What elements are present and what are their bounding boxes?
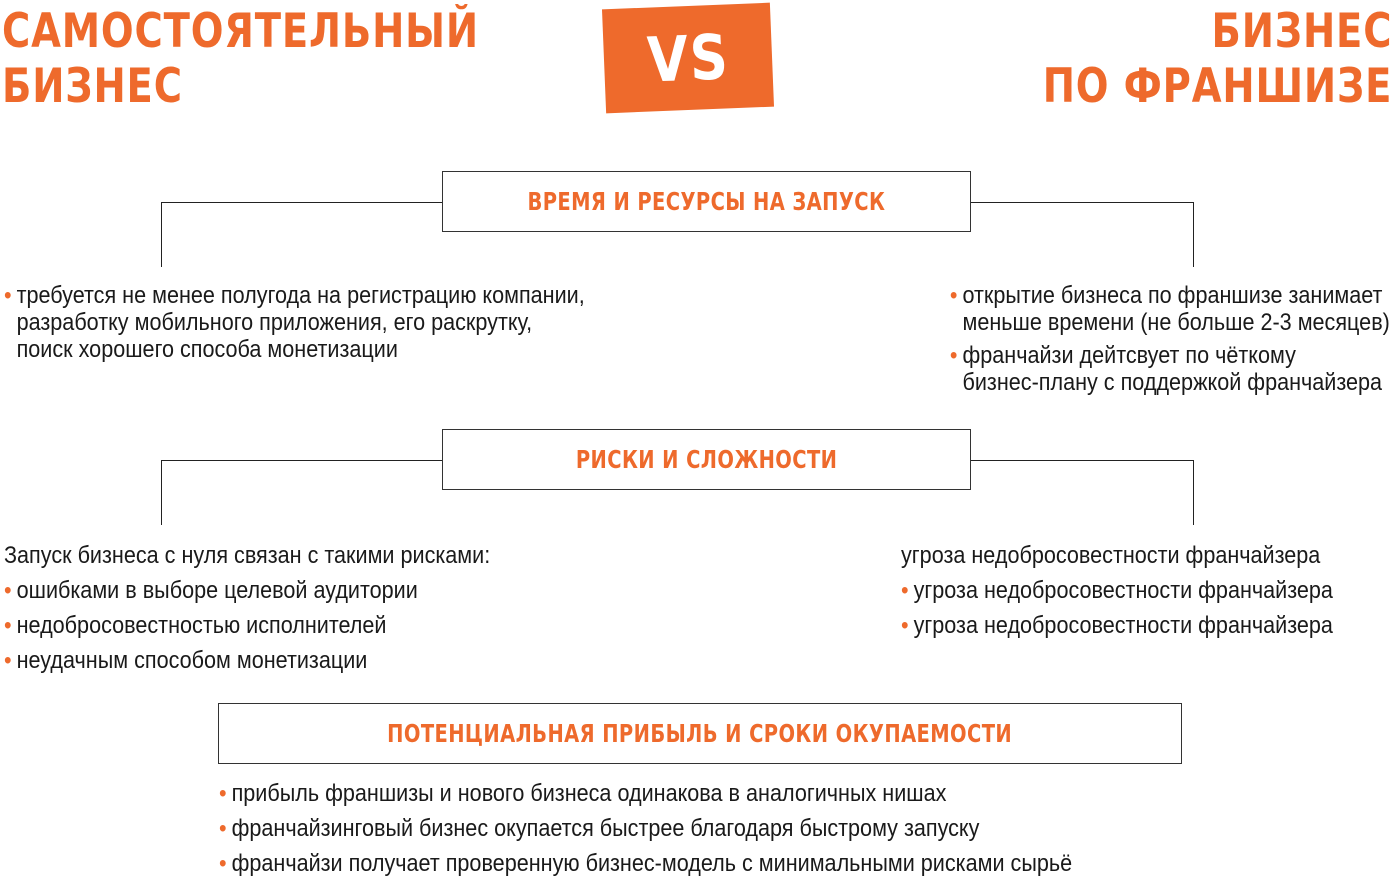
list-item: •ошибками в выборе целевой аудитории: [4, 573, 490, 608]
list-item: •неудачным способом монетизации: [4, 643, 490, 678]
bullet-icon: •: [950, 282, 958, 309]
section-box-risks: РИСКИ И СЛОЖНОСТИ: [442, 429, 971, 490]
bullet-icon: •: [219, 815, 227, 842]
list-item: •франчайзи получает проверенную бизнес-м…: [219, 846, 1072, 881]
list-item-text: угроза недобросовестности франчайзера: [913, 612, 1333, 639]
connector-right-section-1: [970, 202, 1194, 267]
section-3-list: •прибыль франшизы и нового бизнеса одина…: [219, 776, 1072, 881]
connector-right-section-2: [970, 460, 1194, 525]
list-item: •требуется не менее полугода на регистра…: [4, 282, 585, 363]
bullet-icon: •: [4, 282, 12, 309]
title-standalone-business: САМОСТОЯТЕЛЬНЫЙ БИЗНЕС: [2, 4, 479, 114]
list-item-text: недобросовестностью исполнителей: [16, 612, 387, 639]
section-box-profit-payback: ПОТЕНЦИАЛЬНАЯ ПРИБЫЛЬ И СРОКИ ОКУПАЕМОСТ…: [218, 703, 1182, 764]
list-item: •угроза недобросовестности франчайзера: [901, 608, 1333, 643]
title-left-line-1: САМОСТОЯТЕЛЬНЫЙ: [2, 4, 479, 59]
section-2-right-column: угроза недобросовестности франчайзера •у…: [901, 538, 1333, 643]
list-item: •недобросовестностью исполнителей: [4, 608, 490, 643]
list-item-text: ошибками в выборе целевой аудитории: [16, 577, 418, 604]
bullet-icon: •: [4, 612, 12, 639]
title-right-line-1: БИЗНЕС: [1211, 4, 1392, 59]
section-2-right-list: •угроза недобросовестности франчайзера •…: [901, 573, 1333, 643]
connector-left-section-2: [161, 460, 444, 525]
list-item-text: прибыль франшизы и нового бизнеса одинак…: [231, 780, 947, 807]
list-item: •франчайзинговый бизнес окупается быстре…: [219, 811, 1072, 846]
bullet-icon: •: [901, 577, 909, 604]
title-right-line-2: ПО ФРАНШИЗЕ: [1042, 59, 1392, 114]
list-item: •франчайзи дейтсвует по чёткому бизнес-п…: [950, 342, 1390, 396]
title-franchise-business: БИЗНЕС ПО ФРАНШИЗЕ: [1042, 4, 1392, 114]
list-item: •открытие бизнеса по франшизе занимает м…: [950, 282, 1390, 336]
bullet-icon: •: [950, 342, 958, 369]
section-title: РИСКИ И СЛОЖНОСТИ: [575, 445, 838, 474]
connector-left-section-1: [161, 202, 444, 267]
section-1-right-list: •открытие бизнеса по франшизе занимает м…: [950, 282, 1390, 396]
vs-label: VS: [645, 19, 731, 97]
section-1-left-column: •требуется не менее полугода на регистра…: [4, 282, 585, 363]
list-item-text: требуется не менее полугода на регистрац…: [16, 282, 585, 363]
bullet-icon: •: [4, 647, 12, 674]
bullet-icon: •: [4, 577, 12, 604]
list-item-text: угроза недобросовестности франчайзера: [913, 577, 1333, 604]
list-item-text: франчайзи получает проверенную бизнес-мо…: [231, 850, 1073, 877]
list-item: •угроза недобросовестности франчайзера: [901, 573, 1333, 608]
section-title: ПОТЕНЦИАЛЬНАЯ ПРИБЫЛЬ И СРОКИ ОКУПАЕМОСТ…: [387, 719, 1013, 748]
section-2-left-column: Запуск бизнеса с нуля связан с такими ри…: [4, 538, 490, 678]
bullet-icon: •: [901, 612, 909, 639]
bullet-icon: •: [219, 780, 227, 807]
list-item-text: открытие бизнеса по франшизе занимает ме…: [962, 282, 1390, 336]
section-3-column: •прибыль франшизы и нового бизнеса одина…: [219, 776, 1072, 881]
title-left-line-2: БИЗНЕС: [2, 59, 183, 114]
section-2-left-list: •ошибками в выборе целевой аудитории •не…: [4, 573, 490, 678]
list-item-text: неудачным способом монетизации: [16, 647, 368, 674]
section-2-right-intro: угроза недобросовестности франчайзера: [901, 542, 1321, 569]
bullet-icon: •: [219, 850, 227, 877]
list-item-text: франчайзи дейтсвует по чёткому бизнес-пл…: [962, 342, 1383, 396]
section-title: ВРЕМЯ И РЕСУРСЫ НА ЗАПУСК: [527, 187, 886, 216]
vs-badge: VS: [601, 2, 775, 114]
section-2-left-intro: Запуск бизнеса с нуля связан с такими ри…: [4, 542, 491, 569]
section-1-right-column: •открытие бизнеса по франшизе занимает м…: [950, 282, 1390, 396]
section-1-left-list: •требуется не менее полугода на регистра…: [4, 282, 585, 363]
list-item: •прибыль франшизы и нового бизнеса одина…: [219, 776, 1072, 811]
list-item-text: франчайзинговый бизнес окупается быстрее…: [231, 815, 980, 842]
section-box-launch-resources: ВРЕМЯ И РЕСУРСЫ НА ЗАПУСК: [442, 171, 971, 232]
